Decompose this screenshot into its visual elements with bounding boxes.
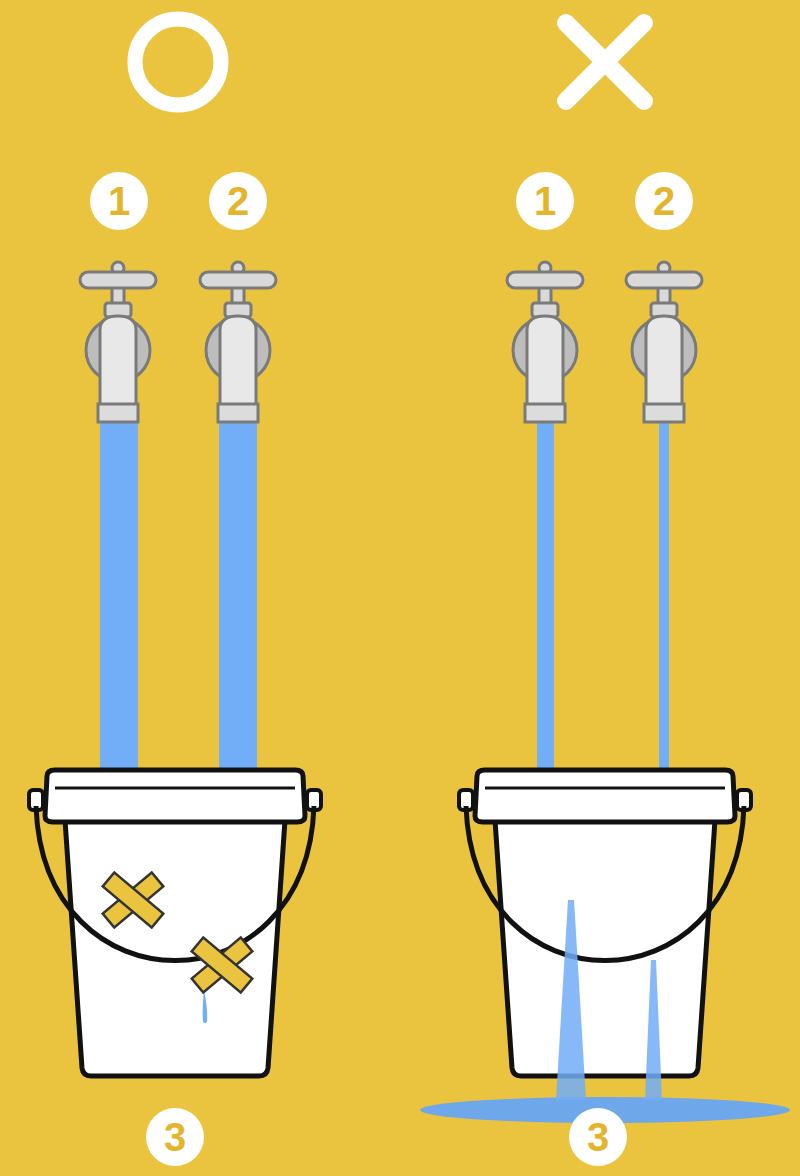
callout-number-text: 1 bbox=[108, 181, 130, 221]
water-drip bbox=[203, 990, 208, 1023]
callout-number: 1 bbox=[516, 172, 574, 230]
faucet bbox=[507, 262, 583, 422]
callout-number: 3 bbox=[569, 1108, 627, 1166]
water-stream bbox=[219, 418, 257, 790]
callout-number: 2 bbox=[209, 172, 267, 230]
faucet bbox=[626, 262, 702, 422]
wrong-mark bbox=[566, 23, 644, 101]
callout-number: 2 bbox=[635, 172, 693, 230]
callout-number: 1 bbox=[90, 172, 148, 230]
leaking-bucket bbox=[459, 770, 751, 1076]
patched-bucket bbox=[29, 770, 321, 1076]
water-stream bbox=[537, 418, 554, 790]
faucet bbox=[80, 262, 156, 422]
callout-number-text: 3 bbox=[164, 1117, 186, 1157]
water-stream bbox=[659, 418, 669, 790]
callout-number: 3 bbox=[146, 1108, 204, 1166]
tape-patch bbox=[192, 938, 253, 993]
correct-mark bbox=[135, 19, 221, 105]
leak-stream bbox=[645, 960, 662, 1100]
callout-number-text: 2 bbox=[653, 181, 675, 221]
leak-stream bbox=[556, 900, 586, 1100]
callout-number-text: 1 bbox=[534, 181, 556, 221]
faucet bbox=[200, 262, 276, 422]
water-stream bbox=[100, 418, 138, 790]
callout-number-text: 2 bbox=[227, 181, 249, 221]
tape-patch bbox=[103, 873, 164, 928]
callout-number-text: 3 bbox=[587, 1117, 609, 1157]
